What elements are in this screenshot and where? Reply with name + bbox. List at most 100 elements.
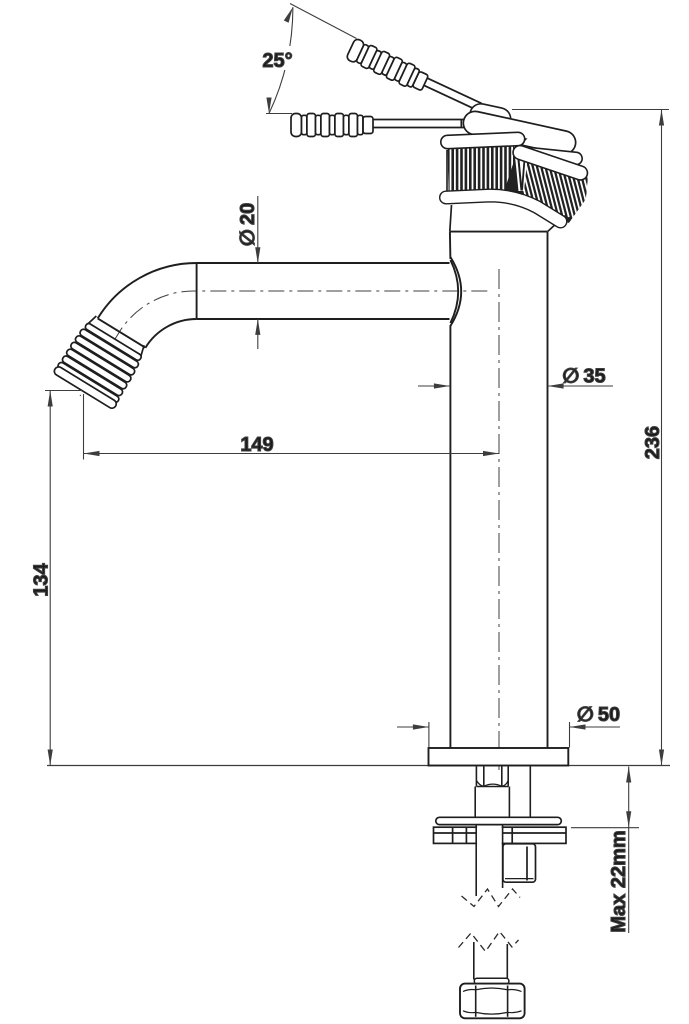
- spout-body-fillet-outer: [449, 256, 463, 327]
- group-segment: [582, 173, 588, 223]
- lever-grip-cap: [290, 112, 303, 138]
- aerator-ring: [84, 322, 142, 362]
- spout: [96, 256, 463, 349]
- dim-label-spout-diameter: ∅ 20: [237, 203, 259, 246]
- arrowhead: [83, 450, 100, 457]
- arrowhead: [283, 7, 293, 23]
- lever-grip-neck: [362, 115, 374, 135]
- aerator-ring: [70, 341, 132, 383]
- arrowhead: [626, 811, 632, 828]
- dim-max-deck-thickness: Max 22mm: [571, 766, 639, 933]
- arrowhead: [569, 724, 586, 730]
- group-segment: [526, 155, 543, 209]
- dim-base-diameter: ∅ 50: [397, 703, 621, 748]
- dim-spout-height: 134: [30, 389, 82, 766]
- arrowhead: [47, 390, 53, 407]
- arrowhead: [658, 749, 665, 766]
- dim-label-max-deck-thickness: Max 22mm: [608, 830, 630, 932]
- lever-grip-ring: [406, 67, 421, 88]
- cap-skirt-shape: [449, 204, 560, 232]
- bottom-hex-nut-segment: [462, 1010, 522, 1014]
- dim-label-spout-reach: 149: [240, 434, 273, 456]
- lever-grip-ring: [356, 114, 364, 136]
- spout-outlet-joint-line: [97, 317, 146, 349]
- faucet-body: [448, 230, 549, 748]
- threaded-rod-shape: [477, 824, 502, 889]
- handle-lever-raised: [346, 38, 483, 112]
- dim-label-handle-angle: 25°: [262, 50, 292, 72]
- knurl-bottom-rail: [439, 188, 568, 229]
- group-segment: [536, 158, 552, 212]
- arrowhead: [658, 109, 665, 126]
- bottom-hex-nut-segment: [475, 1011, 508, 1015]
- dim-handle-angle-shape: [261, 46, 295, 70]
- fixing-nut-shape: [502, 842, 537, 884]
- lever-grip-ring: [306, 112, 317, 138]
- dim-label-body-diameter: ∅ 35: [562, 366, 605, 388]
- group-segment: [531, 156, 547, 210]
- bottom-hex-nut-segment: [462, 988, 522, 993]
- knurl-top-rail-right: [512, 144, 589, 181]
- arrowhead: [266, 97, 272, 114]
- arrowhead: [626, 766, 632, 783]
- dim-label-overall-height: 236: [642, 426, 664, 459]
- threaded-sleeve: [474, 786, 511, 818]
- hex-adapter: [475, 766, 510, 788]
- spout-body-fillet-inner: [449, 259, 460, 324]
- knurl-top-rail-right-segment: [513, 146, 587, 180]
- centerlines: [79, 269, 500, 770]
- aerator-ring: [65, 348, 128, 390]
- lever-grip-ring: [320, 112, 331, 138]
- spout-inner-bend: [144, 318, 197, 349]
- lever-grip-ring: [334, 112, 345, 138]
- threaded-rod: [475, 824, 504, 896]
- lower-rod: [472, 942, 509, 980]
- arrowhead: [547, 383, 564, 389]
- dim-body-diameter: ∅ 35: [418, 365, 613, 389]
- arrowhead: [47, 749, 53, 766]
- fixing-nut: [502, 842, 537, 884]
- dim-handle-angle: 25°: [261, 3, 357, 115]
- flange-outline: [427, 747, 570, 767]
- spout-outer-bend: [96, 262, 197, 319]
- aerator-ring: [79, 328, 140, 369]
- under-counter-assembly: [432, 766, 567, 1020]
- spout-aerator: [53, 315, 145, 410]
- spout-centerline: [79, 290, 488, 397]
- base-flange: [427, 747, 570, 767]
- aerator-ring: [61, 355, 124, 397]
- lever-rod-top: [426, 76, 483, 105]
- arrowhead: [483, 450, 499, 457]
- knurl-top-rail-left-segment: [441, 133, 524, 148]
- arrowhead: [255, 318, 261, 335]
- arrowhead: [412, 724, 429, 730]
- dim-overall-height: 236: [512, 108, 669, 766]
- rubber-washer: [434, 816, 563, 826]
- pipe-break-lines: [458, 887, 521, 953]
- arrowhead: [255, 247, 261, 264]
- dim-label-spout-height: 134: [31, 562, 53, 596]
- dim-spout-diameter: ∅ 20: [236, 196, 261, 349]
- knurl-top-rail-left: [440, 131, 526, 150]
- hex-adapter-segment: [475, 780, 509, 787]
- aerator-ring: [74, 334, 136, 376]
- aerator-sleeve: [87, 315, 145, 357]
- knurl-left-facet-shape: [447, 145, 521, 197]
- pipe-break-lines-segment: [461, 887, 521, 908]
- bottom-hex-nut: [459, 982, 526, 1020]
- dim-spout-reach: 149: [82, 394, 499, 460]
- arrowhead: [433, 383, 450, 389]
- body-left-edge-upper: [448, 231, 452, 260]
- dimensions: 25° ∅ 20 ∅ 35 149: [30, 3, 669, 933]
- lever-grip-ring: [348, 112, 359, 138]
- pipe-break-lines-segment: [458, 930, 519, 953]
- knurl-bottom-rail-segment: [440, 189, 567, 228]
- handle-lever-horizontal: [290, 112, 474, 138]
- lever-rod-bottom: [422, 84, 479, 112]
- dim-label-base-diameter: ∅ 50: [577, 704, 620, 726]
- aerator-end-cap: [53, 366, 118, 410]
- group-segment: [577, 172, 588, 223]
- dim-handle-angle-segment: [289, 3, 357, 39]
- bottom-hex-nut-segment: [475, 987, 508, 991]
